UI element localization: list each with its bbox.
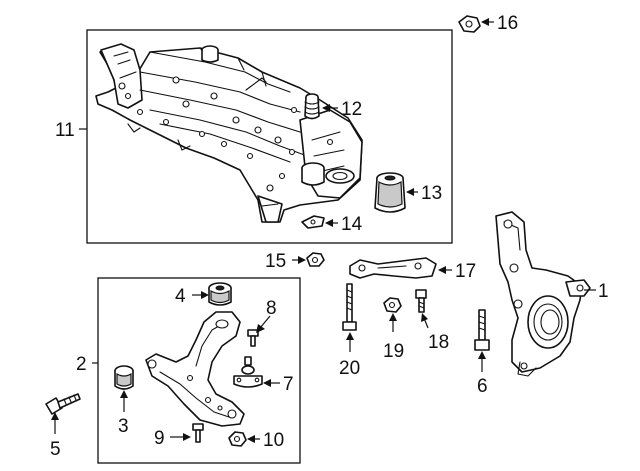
subframe-group-frame (86, 29, 453, 244)
stabilizer-bracket (349, 257, 437, 279)
subframe-crossmember (95, 43, 363, 223)
callout-6: 6 (477, 376, 488, 397)
callout-14: 14 (341, 214, 363, 235)
callout-5: 5 (50, 439, 61, 460)
bump-stop (304, 93, 320, 120)
callout-20: 20 (339, 358, 360, 379)
callout-12: 12 (341, 99, 362, 120)
bolt-9 (192, 423, 204, 443)
callout-8: 8 (266, 298, 277, 319)
callout-10: 10 (263, 430, 284, 451)
long-bolt-20 (342, 283, 357, 331)
lower-arm-group-frame (97, 277, 301, 464)
callout-1: 1 (598, 281, 609, 302)
callout-16: 16 (497, 13, 518, 34)
flange-nut-10 (228, 431, 247, 447)
callout-11: 11 (55, 120, 75, 141)
bolt-6 (474, 309, 490, 351)
bolt-8 (247, 329, 259, 347)
small-bracket (301, 215, 325, 229)
flange-nut-19 (383, 297, 402, 313)
bolt-5 (45, 393, 81, 415)
bolt-18 (415, 289, 427, 313)
arm-bushing-4 (208, 282, 232, 306)
callout-13: 13 (421, 183, 442, 204)
callout-19: 19 (383, 341, 404, 362)
steering-knuckle (495, 211, 591, 377)
callout-4: 4 (175, 286, 186, 307)
callout-18: 18 (428, 332, 449, 353)
flange-nut-15 (306, 252, 325, 267)
callout-17: 17 (455, 261, 476, 282)
callout-3: 3 (118, 416, 129, 437)
callout-9: 9 (154, 428, 165, 449)
arm-bushing-3 (114, 365, 134, 390)
callout-15: 15 (265, 251, 286, 272)
ball-joint (233, 356, 263, 388)
flange-nut-16 (458, 15, 481, 33)
lower-control-arm (145, 311, 245, 427)
callout-2: 2 (76, 354, 87, 375)
callout-7: 7 (283, 374, 294, 395)
subframe-bushing (374, 172, 406, 213)
